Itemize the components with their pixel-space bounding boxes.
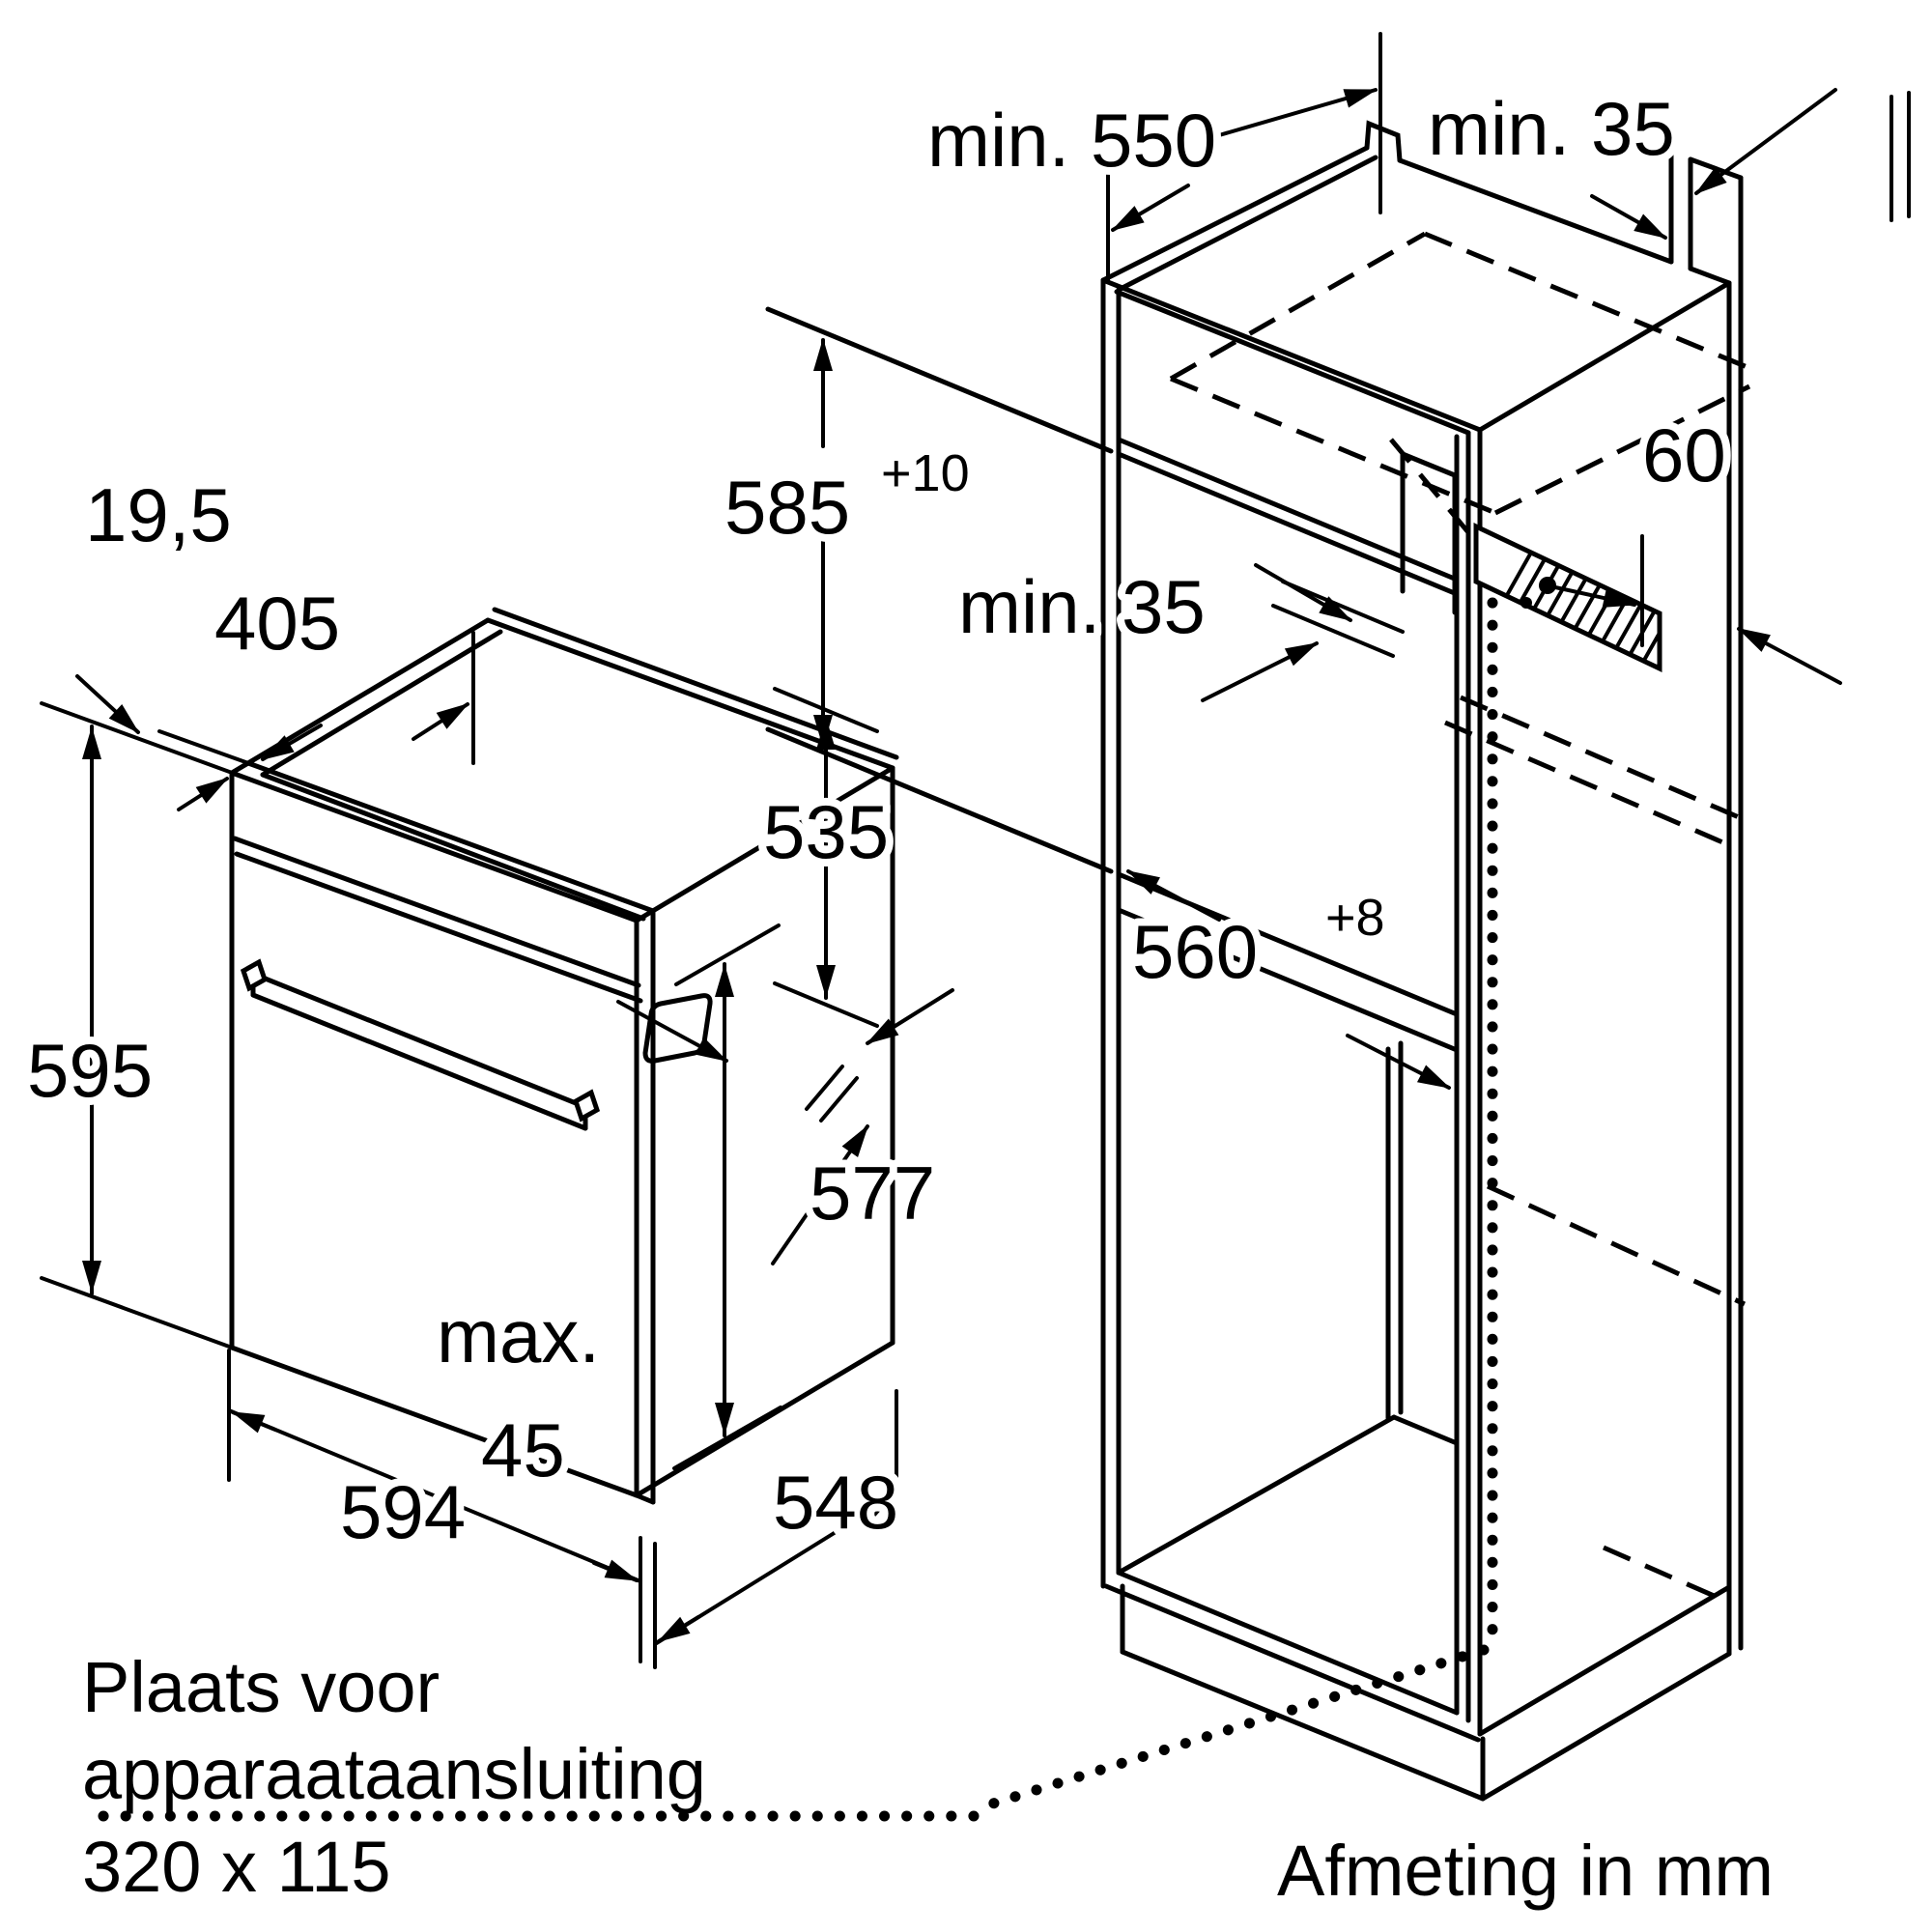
ext-line-door: [40, 701, 237, 776]
wall-contact-arrow: [1737, 627, 1842, 685]
spacer-screw-dot: [1539, 577, 1556, 594]
dimension-560: 560 +8: [1124, 869, 1451, 1090]
tick: [819, 1076, 859, 1122]
cabinet-right-bottom-edge: [1477, 1584, 1732, 1737]
dim-label-560-tol: +8: [1325, 889, 1385, 947]
shelf-bottom-edge: [1116, 907, 1460, 1053]
floor-left-edge: [1116, 1414, 1397, 1576]
wall-top-edge: [1688, 156, 1744, 181]
dimension-min35-mid: min. 35: [951, 556, 1405, 702]
tick: [674, 923, 781, 986]
door-handle: [240, 958, 601, 1131]
dimension-405: 405: [207, 573, 475, 765]
dimension-594: 594: [227, 1349, 657, 1669]
oven-top-back-lip: [492, 607, 899, 760]
dimension-577: 577: [672, 923, 943, 1470]
dim-label-560: 560: [1132, 909, 1258, 994]
rear-support-top-edge: [1400, 451, 1458, 478]
cabinet-back-edge: [1397, 157, 1674, 265]
ext-line-body: [157, 729, 253, 766]
dimension-min35-top: min. 35: [1420, 78, 1911, 240]
floor-front-edge: [1116, 1570, 1460, 1716]
tick: [672, 1406, 782, 1470]
dim-label-min35-top: min. 35: [1428, 86, 1675, 171]
note-line1: Plaats voor: [82, 1647, 440, 1727]
cabinet-front-top-inner-edge: [1114, 289, 1471, 436]
hidden-edges: [1169, 231, 1751, 1605]
plinth-front-edge: [1120, 1649, 1486, 1802]
control-panel-line1: [232, 836, 641, 988]
gap-tick: [1271, 604, 1395, 658]
dim-label-min550: min. 550: [927, 98, 1216, 183]
dim-label-45: 45: [481, 1407, 565, 1492]
cabinet-isometric: [79, 120, 1751, 1822]
tick: [773, 687, 879, 733]
cabinet-top-left-inner-edge: [1116, 155, 1378, 293]
tick: [40, 1276, 234, 1350]
dotted-leader: [79, 597, 1498, 1822]
dimension-548: 548: [653, 1389, 906, 1646]
oven-top-back-edge: [485, 617, 895, 771]
dim-label-535: 535: [763, 789, 889, 874]
dim-label-585-tol: +10: [881, 444, 970, 502]
dimension-535: 535: [755, 687, 896, 1028]
cabinet-front-top-edge: [1100, 277, 1483, 433]
dim-label-585: 585: [724, 465, 850, 550]
dim-label-405: 405: [214, 581, 340, 666]
dim-label-60: 60: [1642, 412, 1726, 497]
dim-label-min35-mid: min. 35: [958, 564, 1206, 649]
cabinet-top-left-edge: [1100, 145, 1370, 283]
oven-body-top-edge: [245, 760, 656, 914]
oven-top-inset-left: [260, 629, 503, 778]
tick: [805, 1065, 844, 1111]
dimension-min550: min. 550: [920, 32, 1382, 284]
dimension-60: 60: [1553, 405, 1734, 647]
dim-label-max: max.: [437, 1293, 600, 1378]
oven-bottom-right-edge: [634, 1340, 895, 1498]
dim-label-548: 548: [773, 1460, 898, 1545]
dim-label-577: 577: [810, 1151, 935, 1236]
dimension-19-5: 19,5: [40, 465, 253, 811]
plinth-right-edge: [1480, 1651, 1732, 1802]
dimension-max45: max. 45: [429, 988, 954, 1500]
floor-back-edge: [1391, 1414, 1460, 1446]
note-line2: apparaataansluiting: [82, 1734, 706, 1814]
cabinet-back-notch: [1364, 120, 1403, 163]
cabinet-back-edge-right: [1688, 266, 1732, 286]
spacer-hatched-strip: [1473, 523, 1662, 672]
control-panel-line2: [234, 851, 643, 1004]
dim-label-594: 594: [340, 1469, 466, 1554]
dim-label-595: 595: [27, 1028, 153, 1113]
cabinet-right-top-edge: [1477, 280, 1732, 433]
spacer-screw-dot: [1520, 597, 1532, 609]
unit-note: Afmeting in mm: [1277, 1831, 1774, 1911]
tick: [773, 981, 879, 1028]
oven-bottom-edge: [229, 1345, 639, 1498]
connection-note: Plaats voor apparaataansluiting 320 x 11…: [82, 1647, 706, 1907]
side-grip-cutout: [642, 993, 713, 1064]
ref-line-upper: [765, 306, 1114, 454]
cabinet-bottom-front-edge: [1103, 1583, 1481, 1743]
dimension-595: 595: [19, 724, 234, 1350]
note-line3: 320 x 115: [82, 1827, 391, 1907]
oven-door-top-edge: [229, 770, 639, 923]
oven-top-right-edge: [634, 765, 895, 923]
dim-label-19-5: 19,5: [85, 472, 232, 557]
oven-top-inset-front: [260, 772, 646, 922]
dimension-585: 585 +10: [717, 306, 1114, 874]
